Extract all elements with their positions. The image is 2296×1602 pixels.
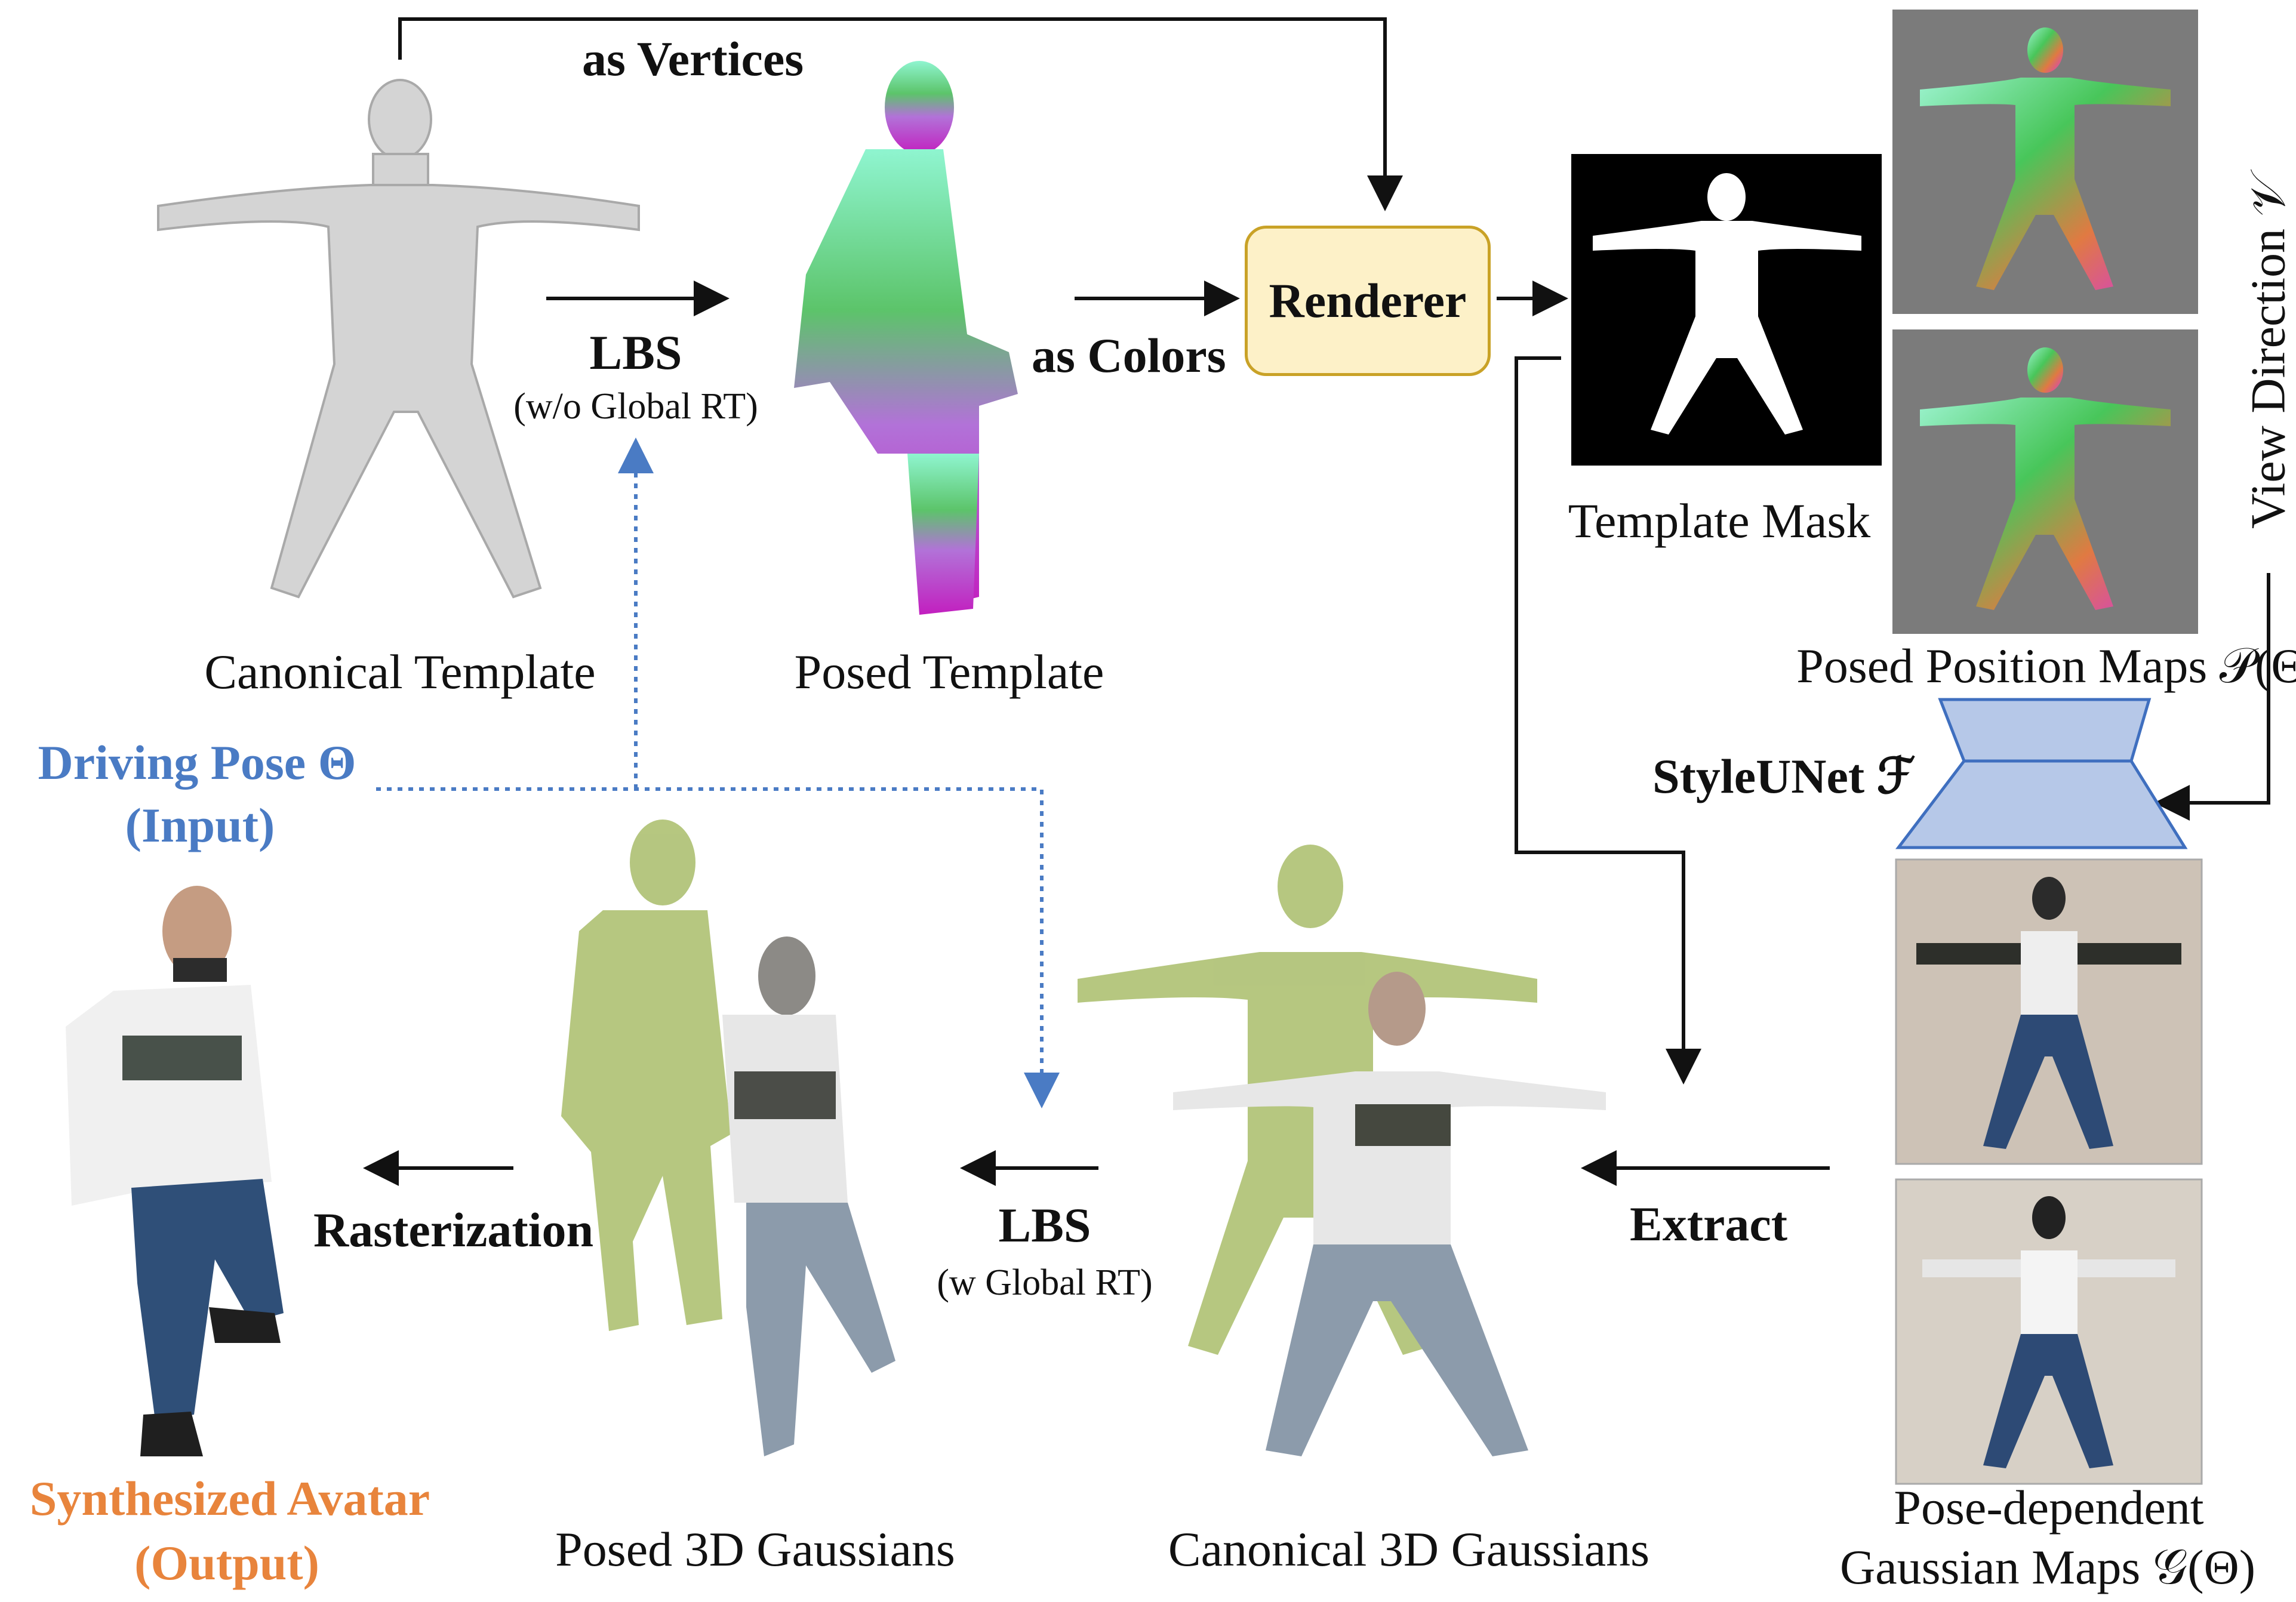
extract-label: Extract — [1630, 1197, 1788, 1251]
lbs-bottom-sublabel: (w Global RT) — [937, 1262, 1153, 1303]
template-mask-image — [1571, 154, 1882, 466]
posed-template-label: Posed Template — [794, 645, 1104, 699]
gaussian-map-1 — [1895, 858, 2203, 1165]
rasterization-label: Rasterization — [313, 1203, 594, 1257]
lbs-top-label: LBS — [589, 325, 682, 380]
posed-position-maps-label: Posed Position Maps 𝒫(Θ) — [1796, 639, 2296, 693]
renderer-label: Renderer — [1269, 273, 1467, 328]
styleunet-block — [1895, 698, 2188, 849]
posed-position-map-1 — [1892, 10, 2198, 314]
canonical-template-figure — [157, 79, 640, 599]
mask-to-extract-arrow — [1515, 356, 1701, 1085]
as-colors-label: as Colors — [1032, 328, 1226, 383]
posed-template-figure — [794, 61, 1018, 615]
canonical-3d-gaussians-figure — [1078, 845, 1606, 1456]
output-label: (Output) — [134, 1536, 319, 1590]
template-mask-label: Template Mask — [1568, 494, 1871, 548]
as-vertices-label: as Vertices — [582, 32, 804, 86]
canonical-3d-gaussians-label: Canonical 3D Gaussians — [1168, 1522, 1650, 1576]
synthesized-avatar-label: Synthesized Avatar — [29, 1471, 430, 1526]
styleunet-label: StyleUNet ℱ — [1652, 749, 1916, 803]
driving-pose-input-label: (Input) — [125, 798, 275, 852]
renderer-block: Renderer — [1245, 226, 1491, 376]
lbs-top-sublabel: (w/o Global RT) — [513, 386, 758, 427]
driving-pose-side-arrow — [376, 787, 1060, 1108]
view-direction-label: View Direction 𝒱 — [2240, 175, 2295, 529]
driving-pose-label: Driving Pose Θ — [38, 735, 356, 790]
view-direction-arrow — [2154, 573, 2270, 821]
posed-3d-gaussians-label: Posed 3D Gaussians — [555, 1522, 955, 1576]
lbs-bottom-label: LBS — [998, 1198, 1091, 1252]
canonical-template-label: Canonical Template — [204, 645, 596, 699]
posed-3d-gaussians-figure — [561, 820, 895, 1456]
pose-dependent-label: Pose-dependent — [1894, 1480, 2204, 1535]
vertices-arrow — [398, 17, 1403, 211]
posed-position-map-2 — [1892, 329, 2198, 634]
gaussian-maps-label: Gaussian Maps 𝒢(Θ) — [1839, 1540, 2256, 1594]
synthesized-avatar-figure — [66, 886, 284, 1456]
gaussian-map-2 — [1895, 1178, 2203, 1485]
